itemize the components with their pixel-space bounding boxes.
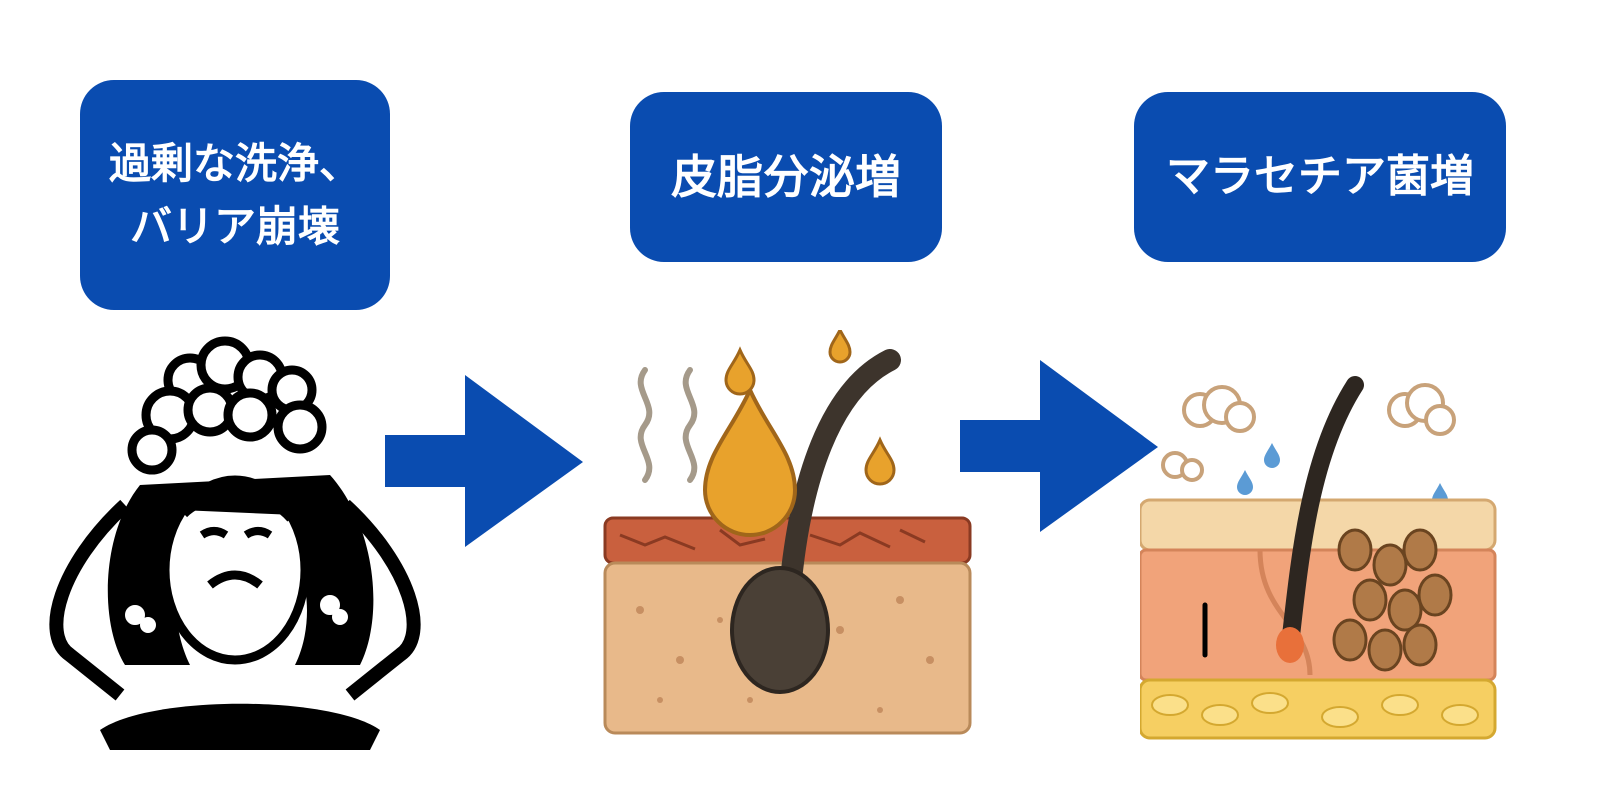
stage-1-label-line-1: 過剰な洗浄、 xyxy=(108,139,361,188)
stage-2-label: 皮脂分泌増 xyxy=(630,92,942,262)
woman-washing-hair-icon xyxy=(49,336,421,750)
arrow-right-icon xyxy=(960,360,1158,532)
stage-1-label-line-2: バリア崩壊 xyxy=(129,202,340,251)
stage-1-label: 過剰な洗浄、 バリア崩壊 xyxy=(80,80,390,310)
sebum-skin-cross-section-icon xyxy=(603,330,972,735)
stage-3-label: マラセチア菌増 xyxy=(1134,92,1506,262)
arrow-right-icon xyxy=(385,375,583,547)
malassezia-skin-cross-section-icon xyxy=(1140,376,1497,740)
